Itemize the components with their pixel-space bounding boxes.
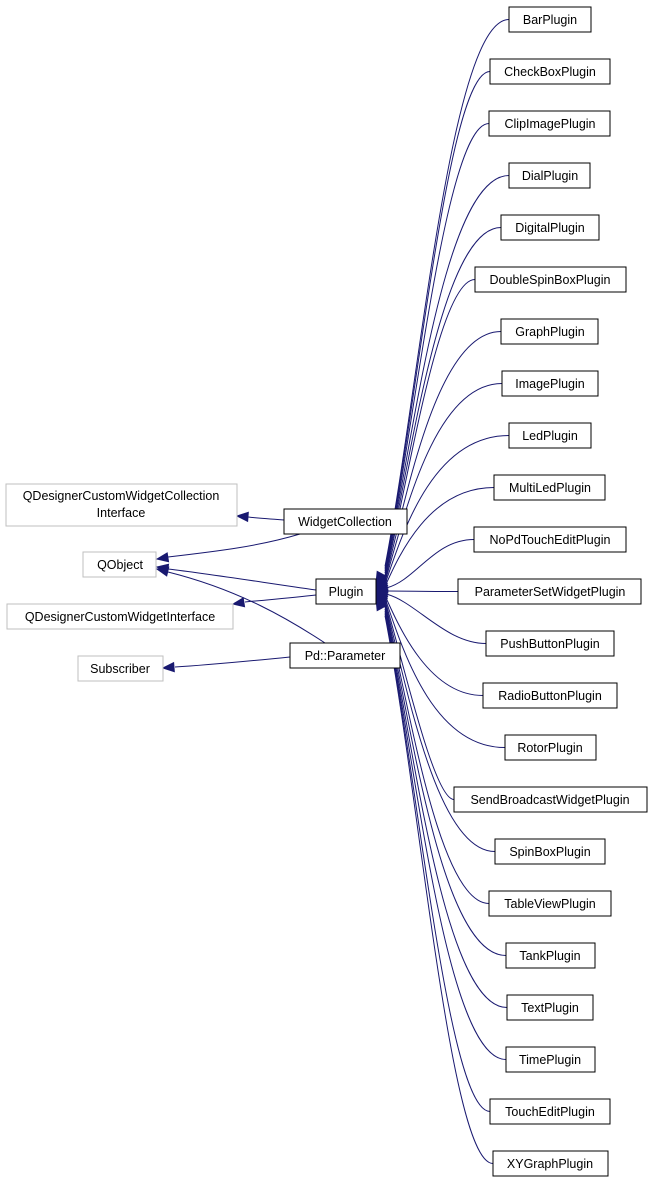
node-label-rotor-plugin: RotorPlugin [517, 741, 582, 755]
node-push-button-plugin[interactable]: PushButtonPlugin [485, 630, 615, 657]
node-label-radio-button-plugin: RadioButtonPlugin [498, 689, 602, 703]
node-label-image-plugin: ImagePlugin [515, 377, 585, 391]
edge-led-plugin-to-plugin [384, 435, 510, 585]
node-qdesigner-custom-widget-collection-interface[interactable]: QDesignerCustomWidgetCollection Interfac… [5, 483, 238, 527]
node-label-plugin: Plugin [329, 585, 364, 599]
edge-plugin-to-q-designer-custom-widget-interface-arrowhead [231, 597, 246, 608]
node-xy-graph-plugin[interactable]: XYGraphPlugin [492, 1150, 609, 1177]
edge-time-plugin-to-plugin [384, 611, 507, 1060]
node-subscriber[interactable]: Subscriber [77, 655, 164, 682]
edge-widget-collection-to-q-designer-custom-widget-collection-interface [247, 516, 285, 521]
node-graph-plugin[interactable]: GraphPlugin [500, 318, 599, 345]
node-parameter-set-widget-plugin[interactable]: ParameterSetWidgetPlugin [457, 578, 642, 605]
edge-image-plugin-to-plugin [384, 383, 503, 583]
node-led-plugin[interactable]: LedPlugin [508, 422, 592, 449]
node-tank-plugin[interactable]: TankPlugin [505, 942, 596, 969]
edge-rotor-plugin-to-plugin [384, 597, 506, 748]
edge-check-box-plugin-to-plugin [384, 71, 491, 569]
node-qdesigner-custom-widget-interface[interactable]: QDesignerCustomWidgetInterface [6, 603, 234, 630]
edge-pd-parameter-to-q-object-arrowhead [155, 566, 170, 577]
edge-pd-parameter-to-subscriber-arrowhead [161, 661, 175, 673]
node-qobject[interactable]: QObject [82, 551, 157, 578]
edge-widget-collection-to-q-object [167, 533, 301, 558]
edge-pd-parameter-to-subscriber [174, 656, 291, 668]
edge-plugin-to-q-designer-custom-widget-interface [244, 594, 317, 603]
node-label-qdesigner-custom-widget-interface: QDesignerCustomWidgetInterface [25, 610, 215, 624]
node-label-xy-graph-plugin: XYGraphPlugin [507, 1157, 593, 1171]
node-label-clip-image-plugin: ClipImagePlugin [504, 117, 595, 131]
node-label-push-button-plugin: PushButtonPlugin [500, 637, 599, 651]
node-dial-plugin[interactable]: DialPlugin [508, 162, 591, 189]
node-plugin[interactable]: Plugin [315, 578, 377, 605]
node-time-plugin[interactable]: TimePlugin [505, 1046, 596, 1073]
node-spin-box-plugin[interactable]: SpinBoxPlugin [494, 838, 606, 865]
edge-graph-plugin-to-plugin [384, 331, 502, 580]
node-label-qobject: QObject [97, 558, 143, 572]
node-send-broadcast-widget-plugin[interactable]: SendBroadcastWidgetPlugin [453, 786, 648, 813]
edge-text-plugin-to-plugin [384, 608, 508, 1008]
node-double-spin-box-plugin[interactable]: DoubleSpinBoxPlugin [474, 266, 627, 293]
edge-xy-graph-plugin-to-plugin-arrowhead [375, 597, 387, 612]
node-pd-parameter[interactable]: Pd::Parameter [289, 642, 401, 669]
node-label-led-plugin: LedPlugin [522, 429, 578, 443]
edge-widget-collection-to-q-designer-custom-widget-collection-interface-arrowhead [235, 511, 249, 523]
edge-radio-button-plugin-to-plugin [384, 595, 484, 696]
node-label-qdesigner-custom-widget-collection-interface: QDesignerCustomWidgetCollection [23, 489, 220, 503]
node-label-qdesigner-custom-widget-collection-interface-line2: Interface [97, 506, 146, 520]
edge-spin-box-plugin-to-plugin [384, 602, 496, 852]
node-touch-edit-plugin[interactable]: TouchEditPlugin [489, 1098, 611, 1125]
node-label-table-view-plugin: TableViewPlugin [504, 897, 596, 911]
node-no-pd-touch-edit-plugin[interactable]: NoPdTouchEditPlugin [473, 526, 627, 553]
node-widget-collection[interactable]: WidgetCollection [283, 508, 408, 535]
node-label-pd-parameter: Pd::Parameter [305, 649, 386, 663]
node-label-tank-plugin: TankPlugin [519, 949, 580, 963]
node-bar-plugin[interactable]: BarPlugin [508, 6, 592, 33]
node-label-bar-plugin: BarPlugin [523, 13, 577, 27]
edge-plugin-to-q-object [167, 568, 317, 591]
edge-push-button-plugin-to-plugin [386, 593, 487, 644]
edge-send-broadcast-widget-plugin-to-plugin [384, 599, 455, 800]
edge-clip-image-plugin-to-plugin [384, 123, 490, 571]
node-radio-button-plugin[interactable]: RadioButtonPlugin [482, 682, 618, 709]
node-label-subscriber: Subscriber [90, 662, 150, 676]
edge-widget-collection-to-q-object-arrowhead [155, 552, 170, 563]
edge-pd-parameter-to-q-object [167, 571, 326, 644]
node-multi-led-plugin[interactable]: MultiLedPlugin [493, 474, 606, 501]
edge-table-view-plugin-to-plugin [384, 604, 490, 904]
node-label-send-broadcast-widget-plugin: SendBroadcastWidgetPlugin [470, 793, 629, 807]
edge-touch-edit-plugin-to-plugin [384, 613, 491, 1112]
node-check-box-plugin[interactable]: CheckBoxPlugin [489, 58, 611, 85]
node-image-plugin[interactable]: ImagePlugin [501, 370, 599, 397]
node-label-touch-edit-plugin: TouchEditPlugin [505, 1105, 595, 1119]
node-label-time-plugin: TimePlugin [519, 1053, 581, 1067]
node-label-dial-plugin: DialPlugin [522, 169, 578, 183]
node-label-widget-collection: WidgetCollection [298, 515, 392, 529]
edge-bar-plugin-to-plugin [384, 19, 510, 567]
node-digital-plugin[interactable]: DigitalPlugin [500, 214, 600, 241]
node-label-multi-led-plugin: MultiLedPlugin [509, 481, 591, 495]
node-label-parameter-set-widget-plugin: ParameterSetWidgetPlugin [475, 585, 626, 599]
edge-multi-led-plugin-to-plugin [384, 487, 495, 587]
node-label-graph-plugin: GraphPlugin [515, 325, 585, 339]
node-label-double-spin-box-plugin: DoubleSpinBoxPlugin [490, 273, 611, 287]
node-rotor-plugin[interactable]: RotorPlugin [504, 734, 597, 761]
node-clip-image-plugin[interactable]: ClipImagePlugin [488, 110, 611, 137]
node-label-no-pd-touch-edit-plugin: NoPdTouchEditPlugin [490, 533, 611, 547]
node-label-text-plugin: TextPlugin [521, 1001, 579, 1015]
node-text-plugin[interactable]: TextPlugin [506, 994, 594, 1021]
node-label-digital-plugin: DigitalPlugin [515, 221, 585, 235]
node-label-check-box-plugin: CheckBoxPlugin [504, 65, 596, 79]
nodes-layer: BarPlugin CheckBoxPlugin ClipImagePlugin… [5, 6, 648, 1177]
node-table-view-plugin[interactable]: TableViewPlugin [488, 890, 612, 917]
edge-no-pd-touch-edit-plugin-to-plugin [386, 539, 475, 589]
edge-xy-graph-plugin-to-plugin [384, 615, 494, 1164]
node-label-spin-box-plugin: SpinBoxPlugin [509, 845, 590, 859]
